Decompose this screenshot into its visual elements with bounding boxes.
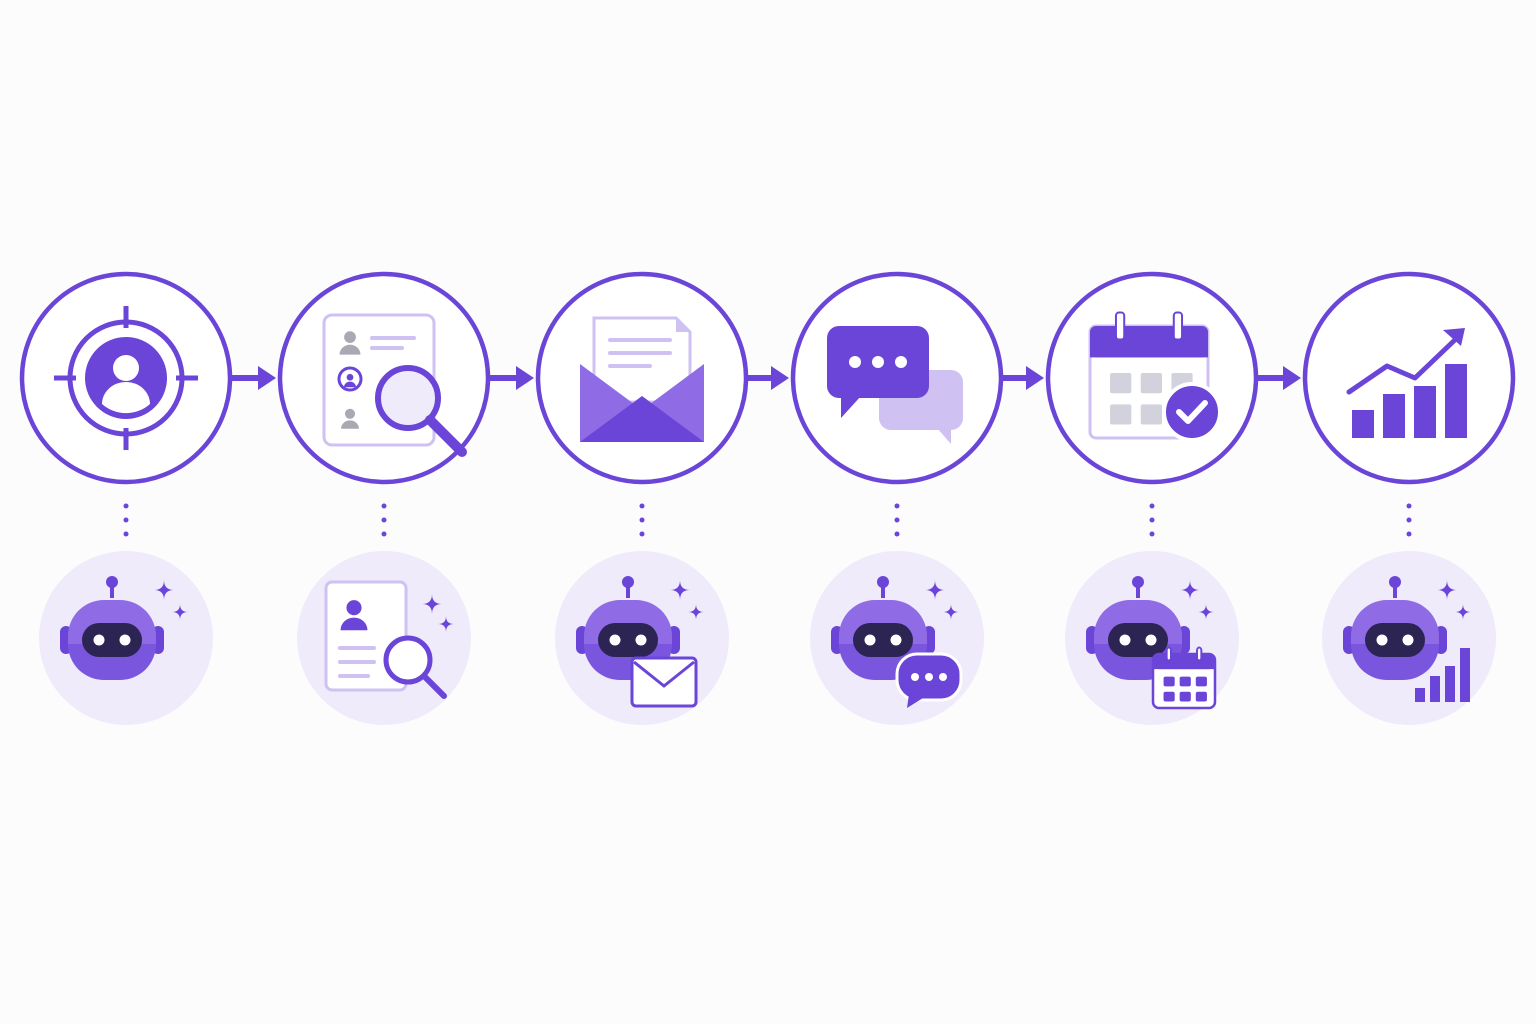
step-row: [19, 271, 1516, 485]
growth-chart-icon: [1346, 328, 1467, 438]
step-node-research: [277, 271, 491, 485]
dotted-connector: [381, 503, 387, 537]
agent-badge-chat: [810, 551, 984, 725]
dotted-connector: [639, 503, 645, 537]
calendar-icon: [1151, 646, 1217, 710]
dotted-connector: [894, 503, 900, 537]
flow-arrow: [232, 366, 276, 390]
robot-icon: [60, 576, 164, 680]
agent-badge-target: [39, 551, 213, 725]
sparkle-icon: [1437, 580, 1471, 620]
envelope-icon: [630, 656, 698, 708]
flow-arrow: [490, 366, 534, 390]
robot-email-icon: [576, 576, 704, 708]
flow-arrow: [748, 366, 789, 390]
step-node-target: [19, 271, 233, 485]
flow-arrow: [1258, 366, 1301, 390]
bar-chart-icon: [1415, 648, 1470, 702]
agent-badge-research: [297, 551, 471, 725]
flow-arrow: [1003, 366, 1044, 390]
step-node-schedule: [1045, 271, 1259, 485]
chat-bubbles-icon: [827, 326, 963, 444]
step-node-growth: [1302, 271, 1516, 485]
open-envelope-icon: [580, 316, 704, 442]
robot-icon: [1343, 576, 1447, 680]
dotted-connector: [1149, 503, 1155, 537]
agent-badge-schedule: [1065, 551, 1239, 725]
robot-chat-icon: [831, 576, 963, 708]
agent-badge-growth: [1322, 551, 1496, 725]
target-user-icon: [54, 306, 198, 450]
dotted-connector: [1406, 503, 1412, 537]
step-node-email: [535, 271, 749, 485]
calendar-check-icon: [1088, 311, 1222, 442]
dotted-connector: [123, 503, 129, 537]
profile-search-icon: [322, 313, 467, 457]
sparkle-icon: [925, 580, 959, 620]
profile-search-icon: [324, 580, 454, 699]
robot-sparkle-icon: [60, 576, 188, 680]
agent-row: [39, 503, 1496, 725]
sparkle-icon: [154, 580, 188, 620]
step-node-chat: [790, 271, 1004, 485]
sparkle-icon: [670, 580, 704, 620]
robot-chart-icon: [1343, 576, 1471, 702]
robot-calendar-icon: [1086, 576, 1217, 710]
chat-icon: [895, 652, 963, 708]
agent-badge-email: [555, 551, 729, 725]
sparkle-icon: [1180, 580, 1214, 620]
